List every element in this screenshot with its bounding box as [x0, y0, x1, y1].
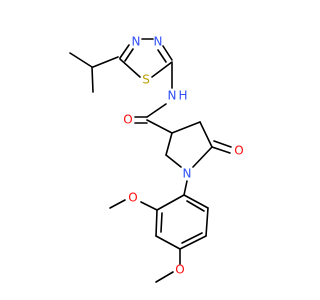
bond-ar-1 [183, 194, 209, 209]
bond-s-c5 [119, 58, 141, 78]
bond-c5-n1 [192, 146, 213, 168]
bond-c3-c4 [171, 121, 201, 134]
atom-s-thiadiazole: S [142, 73, 150, 87]
bond-nh-carbonyl [146, 103, 167, 118]
bond-ar-1-inner [186, 200, 205, 212]
bond-n1-aryl [183, 180, 188, 196]
bond-ar-3-inner [181, 232, 203, 244]
bond-c5-n4 [119, 44, 130, 59]
bond-layer [69, 38, 232, 283]
atom-n-thiadiazole-2: N [154, 35, 163, 49]
atom-h-amide: H [178, 89, 187, 103]
bond-ar-6 [156, 194, 185, 211]
bond-ar-o-upper [140, 201, 158, 211]
bond-ar-5 [155, 209, 158, 237]
atom-o-methoxy-1: O [128, 191, 137, 205]
bond-n1-c2 [165, 154, 182, 168]
bond-n3-c2 [162, 45, 173, 61]
molecule-drawing: N N S N H O N O O O [69, 35, 244, 283]
bond-carbonyl-c3 [146, 119, 173, 134]
bond-o-methyl-upper [109, 199, 126, 209]
bond-c2-c3 [165, 132, 173, 156]
bond-ar-5-inner [160, 212, 163, 233]
bond-isopropyl-ring [92, 56, 119, 68]
atom-o-amide: O [123, 113, 132, 127]
atom-n-pyrrolidinone: N [183, 167, 192, 181]
bond-c5-o [211, 146, 231, 154]
bond-ar-3 [179, 235, 207, 250]
structure-canvas: N N S N H O N O O O [69, 34, 244, 283]
atom-n-amide: N [168, 89, 177, 103]
bond-ar-4 [155, 235, 181, 250]
bond-isopropyl-methyl-2 [91, 66, 94, 93]
bond-o-methyl-lower [155, 271, 174, 283]
atom-label-layer: N N S N H O N O O O [123, 35, 243, 277]
atom-n-thiadiazole-1: N [132, 35, 141, 49]
bond-n3-c2-double [157, 49, 167, 63]
bond-isopropyl-methyl-1 [69, 52, 93, 68]
atom-o-lactam: O [234, 144, 243, 158]
bond-c2-s [151, 61, 173, 78]
bond-c4-c5 [199, 121, 213, 148]
bond-c5-o-double [213, 140, 232, 148]
bond-c5-n4-double [124, 48, 134, 62]
bond-ar-2 [205, 207, 209, 237]
atom-o-methoxy-2: O [175, 263, 184, 277]
